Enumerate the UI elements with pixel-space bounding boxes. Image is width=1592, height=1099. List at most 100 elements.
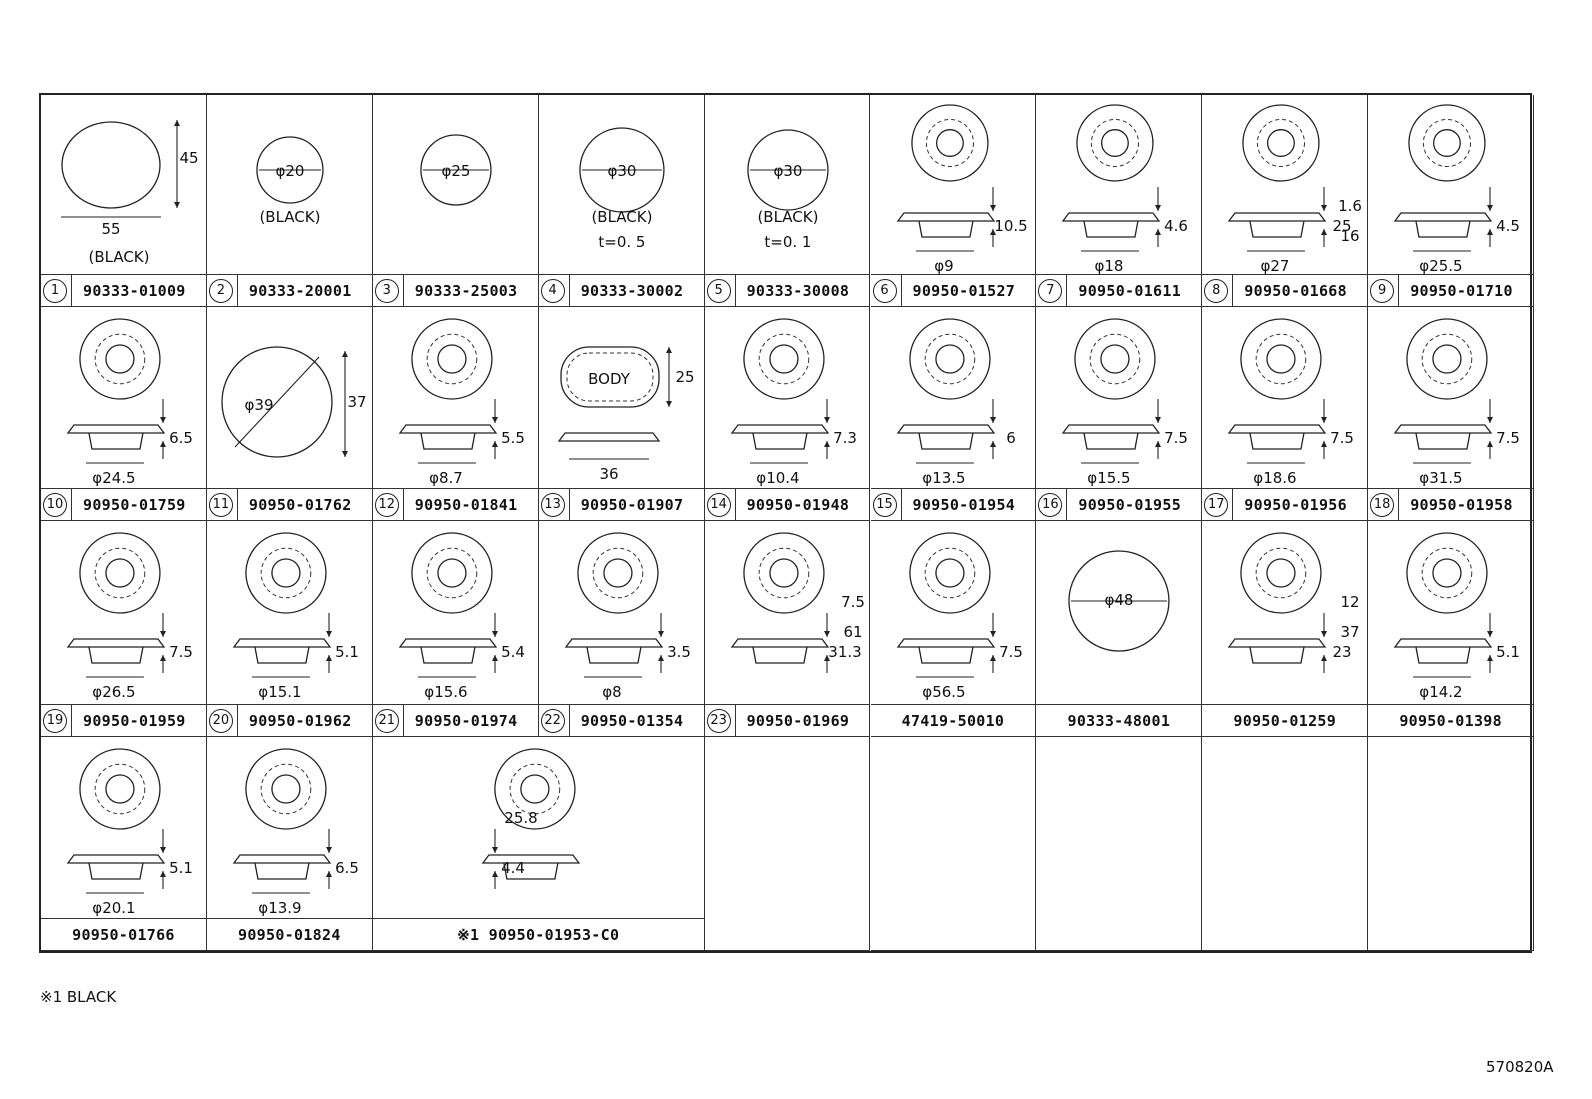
center-hole xyxy=(768,558,799,588)
outline-shape xyxy=(420,134,492,206)
dimension-label: φ25.5 xyxy=(1419,257,1462,275)
outline-shape xyxy=(221,346,333,458)
outline-shape xyxy=(1076,104,1154,182)
center-hole xyxy=(768,344,799,374)
part-number: 90950-01354 xyxy=(580,712,684,730)
divider xyxy=(1232,489,1234,520)
item-number-badge: 8 xyxy=(1204,279,1229,303)
outline-shape xyxy=(908,318,991,400)
center-hole xyxy=(1101,129,1130,157)
arrow-head xyxy=(491,417,498,423)
arrow-head xyxy=(989,631,996,637)
inner-ring xyxy=(1421,333,1473,385)
dimension-label: 6.5 xyxy=(335,859,359,877)
divider xyxy=(236,705,238,736)
arrow-head xyxy=(1487,441,1494,447)
grommet-side-profile xyxy=(896,212,995,238)
arrow-head xyxy=(325,655,332,661)
outline-shape xyxy=(742,532,825,614)
arrow-head xyxy=(174,120,180,126)
dimension-label: 55 xyxy=(101,220,120,238)
center-hole xyxy=(520,774,550,804)
dimension-label: 16 xyxy=(1341,227,1360,245)
part-number: 90950-01907 xyxy=(580,496,684,514)
item-number-badge: 1 xyxy=(43,279,67,303)
body-marking: BODY xyxy=(588,370,631,388)
arrow-head xyxy=(989,229,996,235)
arrow-head xyxy=(823,417,830,423)
part-number: ※1 90950-01953-C0 xyxy=(457,926,620,944)
inner-ring xyxy=(426,547,478,599)
grommet-side-profile xyxy=(564,638,663,664)
dimension-label: φ20.1 xyxy=(92,899,135,917)
thickness-label: t=0. 5 xyxy=(598,233,645,251)
part-number-row: ※1 90950-01953-C0 xyxy=(372,919,705,951)
part-cell: φ48 xyxy=(1036,521,1203,705)
part-illustration: φ20(BLACK) xyxy=(256,136,324,226)
grommet-side-profile xyxy=(66,638,166,664)
part-number-row: 90950-01398 xyxy=(1368,705,1535,737)
inner-ring xyxy=(1255,333,1307,385)
grommet-side-profile xyxy=(1227,212,1327,238)
arrow-head xyxy=(1155,205,1162,211)
dimension-label: φ56.5 xyxy=(922,683,965,701)
item-number-badge: 23 xyxy=(706,709,731,733)
item-number-badge: 2 xyxy=(208,279,233,303)
dimension-label: φ13.5 xyxy=(922,469,965,487)
center-hole xyxy=(1432,344,1462,374)
outline-shape xyxy=(1406,318,1488,400)
arrow-head xyxy=(1487,205,1494,211)
dimension-label: 7.5 xyxy=(1330,429,1354,447)
dimension-label: 5.4 xyxy=(501,643,525,661)
figure-code: 570820A xyxy=(1486,1058,1554,1076)
arrow-head xyxy=(160,847,166,853)
arrow-head xyxy=(823,441,830,447)
part-number: 90950-01759 xyxy=(83,496,186,514)
arrow-head xyxy=(1487,655,1494,661)
dimension-label: φ18.6 xyxy=(1254,469,1297,487)
arrow-head xyxy=(325,871,332,877)
dimension-label: φ9 xyxy=(934,257,953,275)
dimension-label: φ18 xyxy=(1095,257,1124,275)
item-number-badge: 4 xyxy=(540,279,565,303)
inner-ring xyxy=(1423,118,1472,168)
dimension-label: 37 xyxy=(347,393,366,411)
thickness-label: t=0. 1 xyxy=(764,233,811,251)
outline-shape xyxy=(411,532,493,614)
arrow-head xyxy=(1321,441,1328,447)
part-number: 90950-01969 xyxy=(746,712,850,730)
dimension-label: 5.1 xyxy=(1496,643,1520,661)
divider xyxy=(71,275,72,306)
part-illustration: φ30(BLACK)t=0. 5 xyxy=(578,127,665,251)
divider xyxy=(402,705,404,736)
dimension-label: 61 xyxy=(843,623,862,641)
part-illustration: 7.5 φ18.6 xyxy=(1227,318,1354,487)
oval-plug-shape xyxy=(61,121,161,209)
dimension-label: 25.8 xyxy=(504,809,537,827)
arrow-head xyxy=(1155,417,1162,423)
arrow-head xyxy=(491,847,498,853)
arrow-head xyxy=(823,631,830,637)
center-hole xyxy=(1266,558,1296,588)
inner-ring xyxy=(758,333,809,385)
center-hole xyxy=(437,344,467,374)
arrow-head xyxy=(1321,205,1328,211)
dimension-label: 7.3 xyxy=(833,429,857,447)
